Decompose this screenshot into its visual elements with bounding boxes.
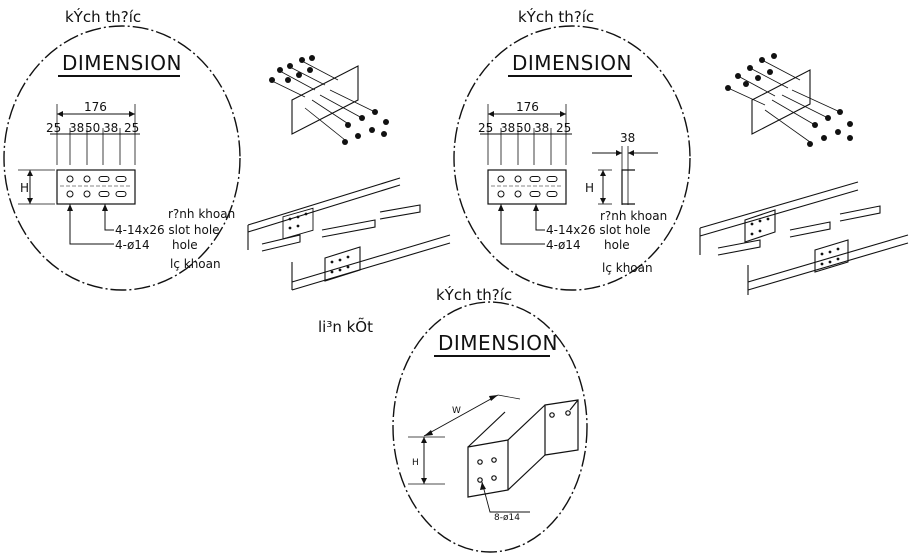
width-label-bottom: W <box>452 406 461 416</box>
slot-label-left: 4-14x26 slot hole <box>115 223 220 237</box>
flange-width-right: 38 <box>620 131 635 145</box>
detail-circle-bottom <box>392 301 588 553</box>
slot-label-right: 4-14x26 slot hole <box>546 223 651 237</box>
hole-word-right: hole <box>604 238 630 252</box>
caption-bottom: kÝch th?íc <box>436 285 512 304</box>
ladder-tray-left <box>247 177 451 291</box>
detail-circle-left <box>3 25 241 291</box>
segment-dim-right-5: 25 <box>556 121 571 135</box>
splice-plate-right <box>487 169 567 205</box>
hole-label-vn-left: lç khoan <box>170 257 221 271</box>
splice-plate-left <box>56 169 136 205</box>
overall-dim-left: 176 <box>84 100 107 114</box>
segment-dim-right-1: 25 <box>478 121 493 135</box>
segment-dim-left-5: 25 <box>124 121 139 135</box>
panel-right: kÝch th?íc DIMENSION 176 25 38 50 38 25 <box>453 7 691 291</box>
hole-word-left: hole <box>172 238 198 252</box>
hole-label-right: 4-ø14 <box>546 238 581 252</box>
segment-dim-right-4: 38 <box>534 121 549 135</box>
slot-label-vn-left: r?nh khoan <box>168 207 235 221</box>
exploded-plate-left <box>269 55 389 145</box>
dimension-title-left: DIMENSION <box>62 51 182 75</box>
connection-label: li³n kÕt <box>318 317 373 336</box>
hole-label-vn-right: lç khoan <box>602 261 653 275</box>
hole-label-left: 4-ø14 <box>115 238 150 252</box>
height-label-left: H <box>20 181 29 195</box>
plate-holes-left <box>66 175 127 198</box>
segment-dim-left-3: 50 <box>85 121 100 135</box>
panel-left: kÝch th?íc DIMENSION 176 25 38 50 38 25 <box>3 7 241 291</box>
caption-right: kÝch th?íc <box>518 7 594 26</box>
slot-label-vn-right: r?nh khoan <box>600 209 667 223</box>
dimension-title-right: DIMENSION <box>512 51 632 75</box>
segment-dim-right-3: 50 <box>516 121 531 135</box>
height-label-right: H <box>585 181 594 195</box>
caption-left: kÝch th?íc <box>65 7 141 26</box>
segment-dim-left-1: 25 <box>46 121 61 135</box>
panel-bottom: kÝch th?íc DIMENSION W H 8- <box>392 285 588 553</box>
height-label-bottom: H <box>412 458 419 468</box>
overall-dim-right: 176 <box>516 100 539 114</box>
segment-dim-left-4: 38 <box>103 121 118 135</box>
segment-dim-left-2: 38 <box>69 121 84 135</box>
u-connector <box>467 399 579 498</box>
hole-label-bottom: 8-ø14 <box>494 513 520 523</box>
exploded-plate-right <box>725 53 853 147</box>
dimension-title-bottom: DIMENSION <box>438 331 558 355</box>
detail-circle-right <box>453 25 691 291</box>
ladder-tray-right <box>699 181 909 295</box>
segment-dim-right-2: 38 <box>500 121 515 135</box>
plate-holes-right <box>497 175 558 198</box>
